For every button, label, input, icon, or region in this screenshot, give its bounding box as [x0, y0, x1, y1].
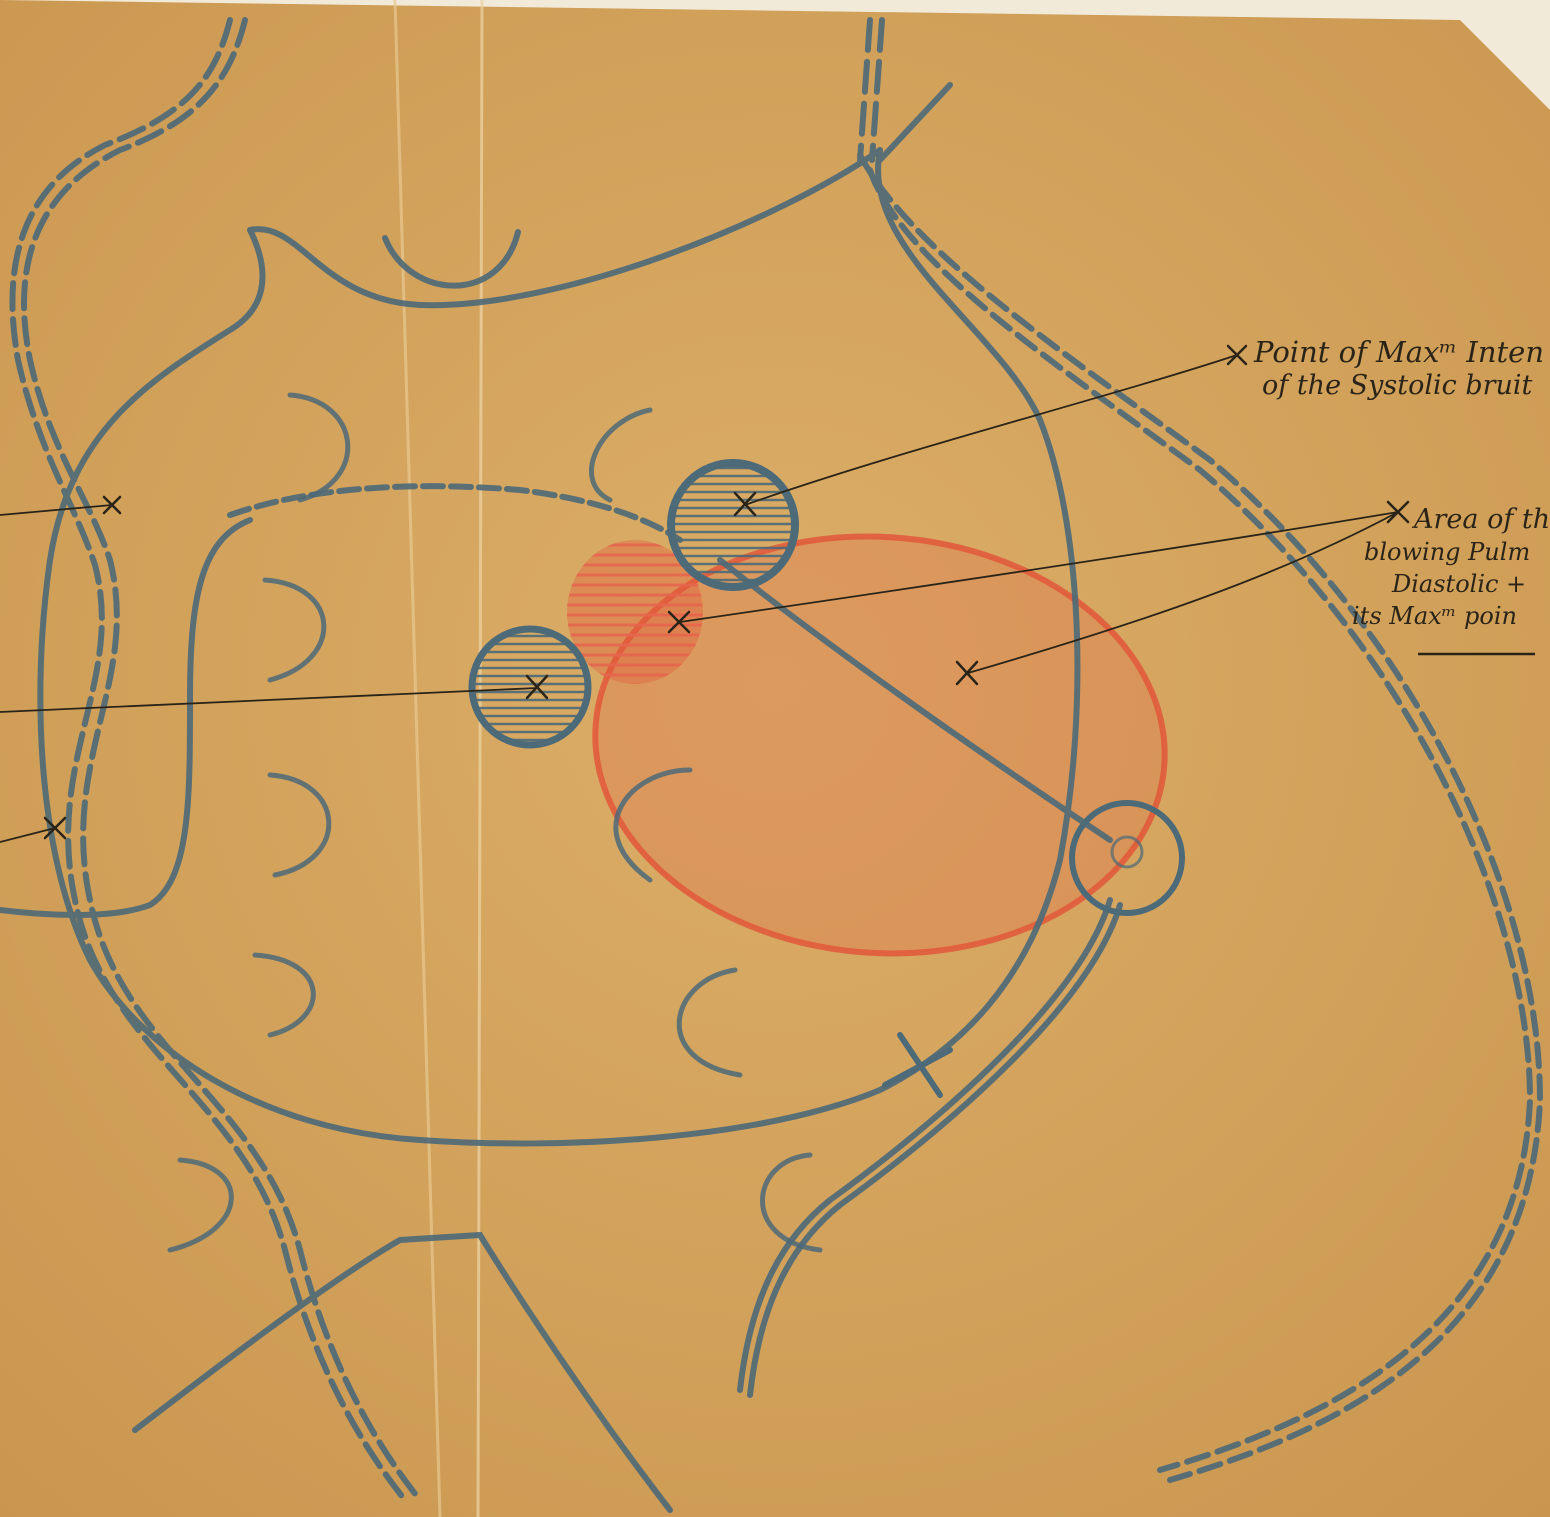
- annotation-diastolic-line-2: blowing Pulm: [1364, 538, 1530, 566]
- hatched-circle-middle: [472, 629, 588, 745]
- hatched-circle-upper: [671, 463, 795, 587]
- annotation-systolic: Point of Maxᵐ Inten of the Systolic brui…: [1253, 335, 1544, 401]
- annotation-diastolic-line-4: its Maxᵐ poin: [1352, 602, 1517, 630]
- annotation-systolic-line-1: Point of Maxᵐ Inten: [1253, 335, 1544, 369]
- annotation-diastolic-line-3: Diastolic +: [1391, 570, 1526, 598]
- annotation-diastolic-line-1: Area of th: [1411, 504, 1550, 535]
- annotation-systolic-line-2: of the Systolic bruit: [1262, 370, 1533, 401]
